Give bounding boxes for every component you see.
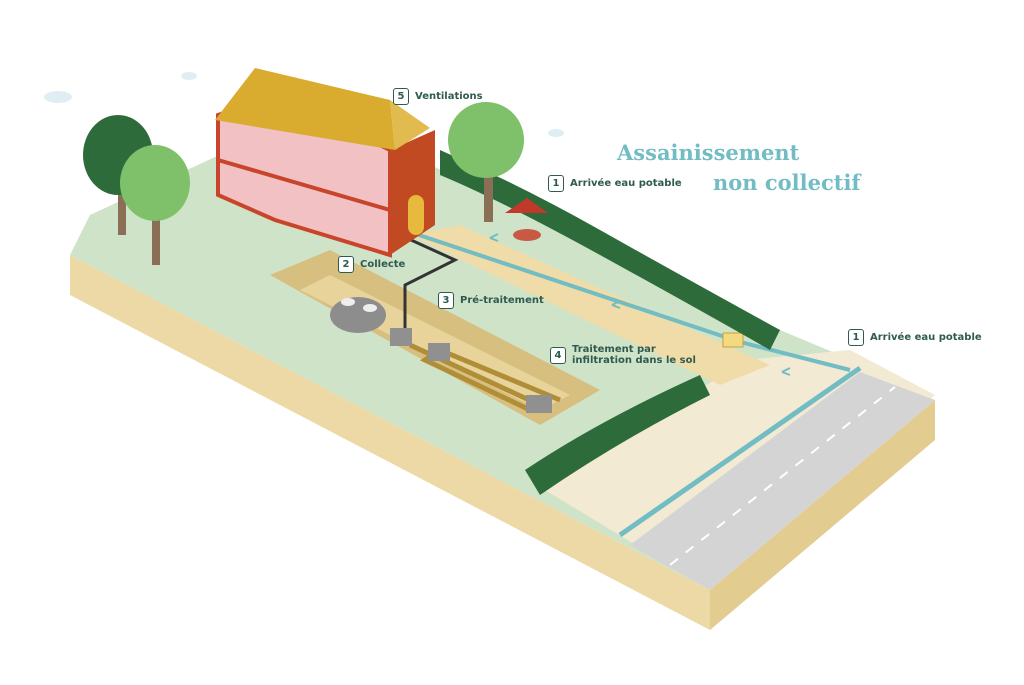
label-collecte: 2 Collecte [338,256,405,273]
clouds [44,72,564,137]
label-ventilations: 5 Ventilations [393,88,483,105]
label-number: 1 [848,329,864,346]
label-water-supply-road: 1 Arrivée eau potable [848,329,982,346]
label-text: Arrivée eau potable [870,332,982,343]
label-text-line2: infiltration dans le sol [572,355,696,366]
title-line1: Assainissement [617,140,800,165]
title-line2: non collectif [713,170,861,195]
ground-slab-right-side [710,400,935,630]
label-water-supply-well: 1 Arrivée eau potable [548,175,682,192]
collect-pipe [399,233,459,330]
label-number: 5 [393,88,409,105]
well [505,198,548,241]
label-number: 1 [548,175,564,192]
septic-tank [330,297,386,333]
ground-slab-left-side [70,255,710,630]
hedge-front [525,375,710,495]
house [215,68,435,258]
label-number: 3 [438,292,454,309]
roof [215,68,395,150]
label-text: Ventilations [415,91,483,102]
garden-path [410,225,770,385]
label-text: Collecte [360,259,406,270]
water-main-pipe [618,365,862,538]
label-number: 2 [338,256,354,273]
label-text: Pré-traitement [460,295,544,306]
water-meter [722,332,744,348]
trees [83,102,524,265]
label-pretraitement: 3 Pré-traitement [438,292,544,309]
label-text: Arrivée eau potable [570,178,682,189]
label-text: Traitement par [572,344,656,355]
label-number: 4 [550,346,566,364]
